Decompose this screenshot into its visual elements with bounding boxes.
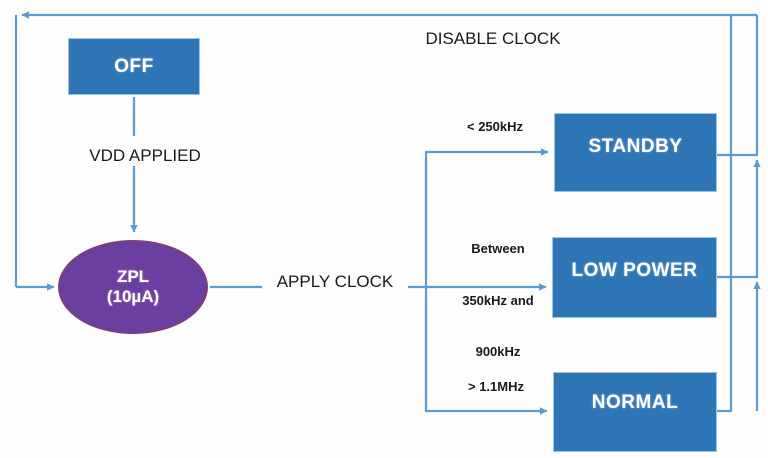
edge-label-between-line3: 900kHz — [475, 344, 521, 360]
state-node-off-label: OFF — [114, 55, 154, 77]
state-node-low-power[interactable]: LOW POWER — [552, 237, 717, 318]
edge-label-gt-1-1mhz: > 1.1MHz — [468, 379, 524, 394]
edge-label-between-350-900: Between 350kHz and 900kHz — [446, 206, 550, 395]
edge-label-disable-clock: DISABLE CLOCK — [425, 29, 561, 48]
edge-label-apply-clock: APPLY CLOCK — [265, 272, 405, 292]
state-node-zpl-label-line1: ZPL — [116, 266, 150, 286]
edge-label-vdd-applied: VDD APPLIED — [70, 146, 220, 166]
edge-label-lt-250khz: < 250kHz — [466, 119, 523, 134]
edge-label-between-line1: Between — [471, 241, 525, 257]
state-node-standby[interactable]: STANDBY — [554, 113, 717, 192]
state-node-normal-label: NORMAL — [591, 392, 679, 413]
state-node-standby-label: STANDBY — [588, 135, 683, 157]
state-node-zpl-label-line2: (10µA) — [106, 287, 160, 306]
state-node-zpl[interactable]: ZPL (10µA) — [58, 240, 208, 334]
state-node-off[interactable]: OFF — [68, 38, 200, 95]
state-node-normal[interactable]: NORMAL — [553, 372, 717, 452]
edge-label-between-line2: 350kHz and — [462, 292, 534, 308]
state-node-low-power-label: LOW POWER — [571, 259, 698, 281]
